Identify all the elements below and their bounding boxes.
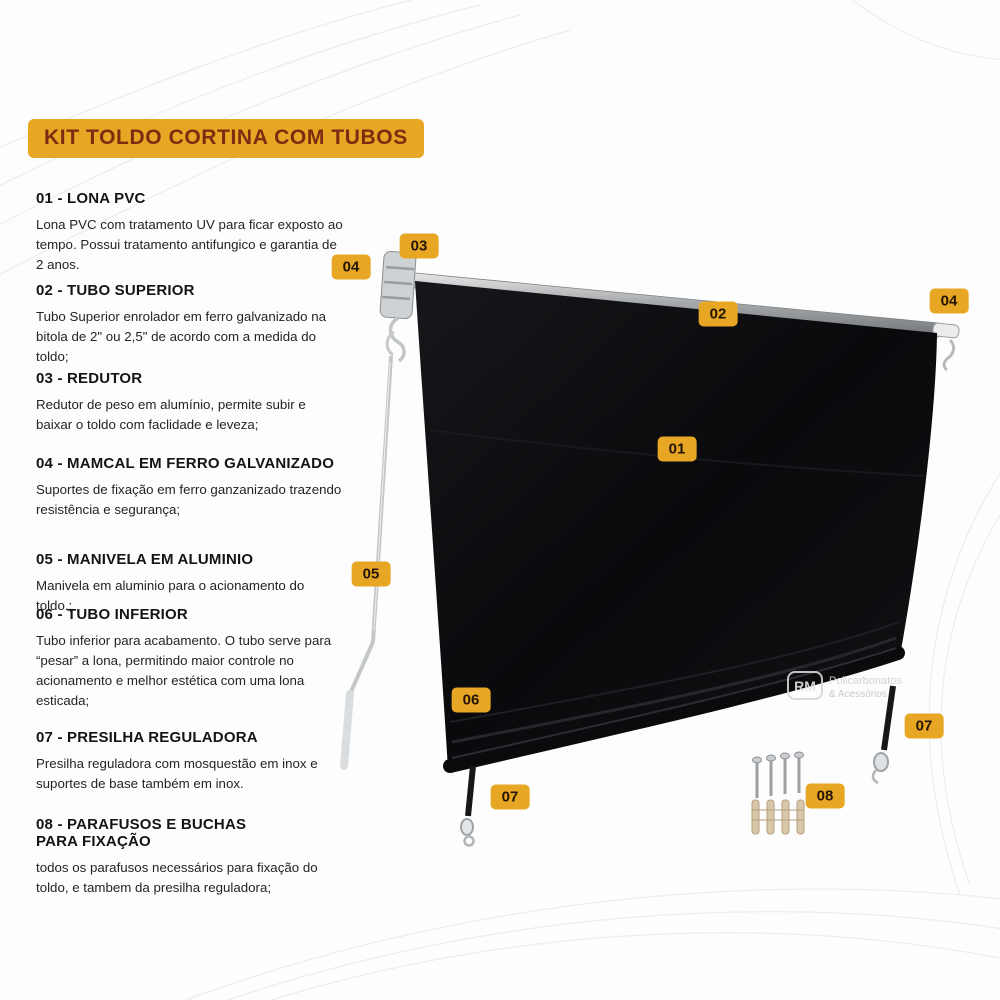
feature-item-06: 06 - TUBO INFERIOR Tubo inferior para ac… <box>36 606 344 711</box>
screws-and-anchors <box>751 751 805 835</box>
screw-icon <box>752 751 804 798</box>
right-strap-hook <box>871 685 896 785</box>
watermark-logo: RM <box>794 678 816 694</box>
part-badge-02: 02 <box>698 301 738 327</box>
feature-heading-08: 08 - PARAFUSOS E BUCHAS PARA FIXAÇÃO <box>36 816 247 850</box>
part-badge-01: 01 <box>657 436 697 462</box>
crank-handle <box>340 330 395 770</box>
part-badge-07-right: 07 <box>904 713 944 739</box>
feature-item-03: 03 - REDUTOR Redutor de peso em alumínio… <box>36 370 344 435</box>
feature-body-02: Tubo Superior enrolador em ferro galvani… <box>36 309 326 364</box>
pvc-tarp <box>415 281 937 773</box>
feature-heading-05: 05 - MANIVELA EM ALUMINIO <box>36 551 254 568</box>
watermark-line1: Policarbonatos <box>829 675 902 687</box>
page-title: KIT TOLDO CORTINA COM TUBOS <box>28 119 424 158</box>
feature-item-02: 02 - TUBO SUPERIOR Tubo Superior enrolad… <box>36 282 344 367</box>
feature-heading-02: 02 - TUBO SUPERIOR <box>36 282 195 299</box>
feature-item-08: 08 - PARAFUSOS E BUCHAS PARA FIXAÇÃO tod… <box>36 816 344 898</box>
right-endcap-bracket <box>932 322 960 372</box>
part-badge-06: 06 <box>451 687 491 713</box>
feature-body-08: todos os parafusos necessários para fixa… <box>36 860 318 895</box>
left-endcap-bracket <box>379 250 417 320</box>
feature-heading-06: 06 - TUBO INFERIOR <box>36 606 188 623</box>
part-badge-05: 05 <box>351 561 391 587</box>
left-strap-hook <box>460 765 476 847</box>
watermark-logo-frame <box>787 671 823 700</box>
feature-body-05: Manivela em aluminio para o acionamento … <box>36 578 305 613</box>
part-badge-04-right: 04 <box>929 288 969 314</box>
part-badge-04-left: 04 <box>331 254 371 280</box>
feature-item-04: 04 - MAMCAL EM FERRO GALVANIZADO Suporte… <box>36 455 344 520</box>
feature-body-06: Tubo inferior para acabamento. O tubo se… <box>36 633 332 708</box>
watermark: RM Policarbonatos & Acessórios <box>787 671 902 700</box>
feature-item-05: 05 - MANIVELA EM ALUMINIO Manivela em al… <box>36 551 344 616</box>
anchor-icon <box>751 799 805 835</box>
feature-body-01: Lona PVC com tratamento UV para ficar ex… <box>36 217 343 272</box>
part-badge-08: 08 <box>805 783 845 809</box>
part-badge-03: 03 <box>399 233 439 259</box>
top-roller-tube <box>404 271 939 338</box>
feature-heading-01: 01 - LONA PVC <box>36 190 146 207</box>
feature-item-01: 01 - LONA PVC Lona PVC com tratamento UV… <box>36 190 344 275</box>
part-badge-07-left: 07 <box>490 784 530 810</box>
feature-body-07: Presilha reguladora com mosquestão em in… <box>36 756 318 791</box>
feature-heading-07: 07 - PRESILHA REGULADORA <box>36 729 258 746</box>
feature-item-07: 07 - PRESILHA REGULADORA Presilha regula… <box>36 729 344 794</box>
feature-body-03: Redutor de peso em alumínio, permite sub… <box>36 397 306 432</box>
watermark-line2: & Acessórios <box>829 689 887 700</box>
bottom-tube <box>443 646 905 773</box>
feature-heading-04: 04 - MAMCAL EM FERRO GALVANIZADO <box>36 455 335 472</box>
reducer-hook <box>388 316 406 363</box>
feature-body-04: Suportes de fixação em ferro ganzanizado… <box>36 482 342 517</box>
feature-heading-03: 03 - REDUTOR <box>36 370 143 387</box>
